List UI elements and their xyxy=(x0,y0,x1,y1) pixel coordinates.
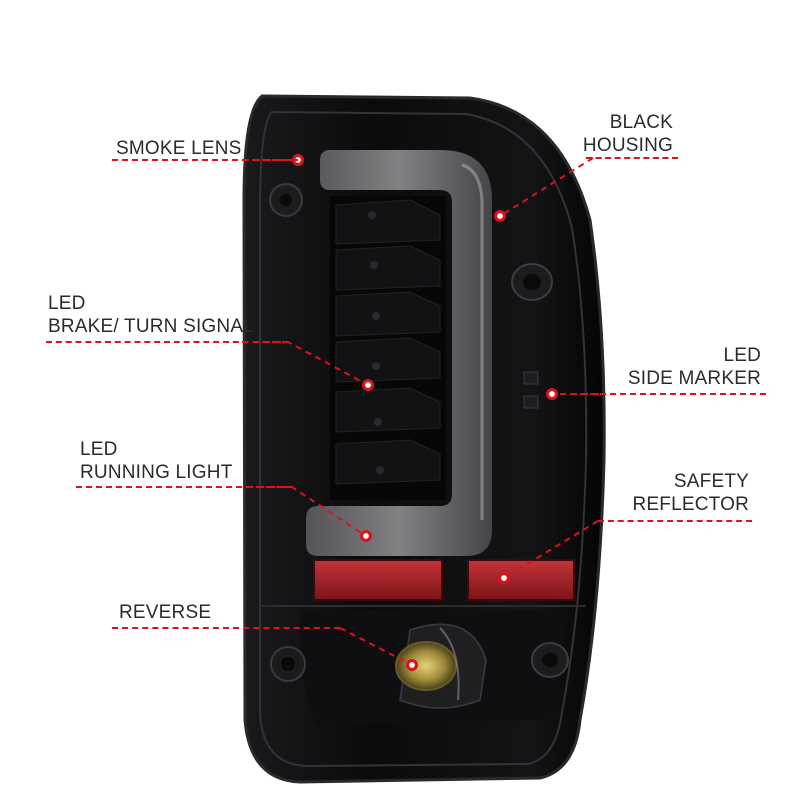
leader-running-light xyxy=(236,486,367,537)
callout-running-light-line2: RUNNING LIGHT xyxy=(80,462,233,483)
callout-safety-reflector: SAFETY REFLECTOR xyxy=(600,470,749,516)
dot-running-light xyxy=(360,530,372,542)
callout-smoke-lens-line1: SMOKE LENS xyxy=(116,138,242,159)
underline-side-marker xyxy=(560,393,766,395)
callout-brake-turn-line2: BRAKE/ TURN SIGNAL xyxy=(48,316,254,337)
callout-safety-reflector-line1: SAFETY xyxy=(673,471,749,492)
callout-side-marker-line1: LED xyxy=(723,345,761,366)
callout-black-housing: BLACK HOUSING xyxy=(560,111,673,157)
dot-black-housing xyxy=(494,210,506,222)
dot-smoke-lens xyxy=(292,154,304,166)
callout-brake-turn: LED BRAKE/ TURN SIGNAL xyxy=(48,292,254,338)
leader-reverse xyxy=(339,627,413,666)
callout-safety-reflector-line2: REFLECTOR xyxy=(632,494,749,515)
right-reflector xyxy=(467,559,575,601)
callout-black-housing-line1: BLACK xyxy=(609,112,673,133)
left-reflector xyxy=(313,559,443,601)
callout-smoke-lens: SMOKE LENS xyxy=(116,137,242,160)
callout-reverse-line1: REVERSE xyxy=(119,602,212,623)
reverse-bulb xyxy=(395,641,457,691)
leader-safety-reflector xyxy=(503,520,599,579)
callout-side-marker: LED SIDE MARKER xyxy=(600,344,761,390)
light-bar xyxy=(306,150,492,556)
underline-black-housing xyxy=(586,157,678,159)
underline-running-light xyxy=(76,486,292,488)
dot-side-marker xyxy=(546,388,558,400)
underline-smoke-lens xyxy=(112,159,298,161)
dot-brake-turn xyxy=(362,379,374,391)
callout-reverse: REVERSE xyxy=(119,601,211,624)
callout-side-marker-line2: SIDE MARKER xyxy=(627,368,761,389)
underline-reverse xyxy=(112,627,340,629)
callout-dots xyxy=(292,154,558,671)
callout-running-light: LED RUNNING LIGHT xyxy=(80,438,233,484)
callout-black-housing-line2: HOUSING xyxy=(582,135,673,156)
underline-brake-turn xyxy=(46,341,288,343)
callout-running-light-line1: LED xyxy=(80,439,118,460)
dot-safety-reflector xyxy=(498,572,510,584)
dot-reverse xyxy=(406,659,418,671)
underline-safety-reflector xyxy=(598,520,752,522)
callout-brake-turn-line1: LED xyxy=(48,293,86,314)
leader-black-housing xyxy=(499,157,594,217)
